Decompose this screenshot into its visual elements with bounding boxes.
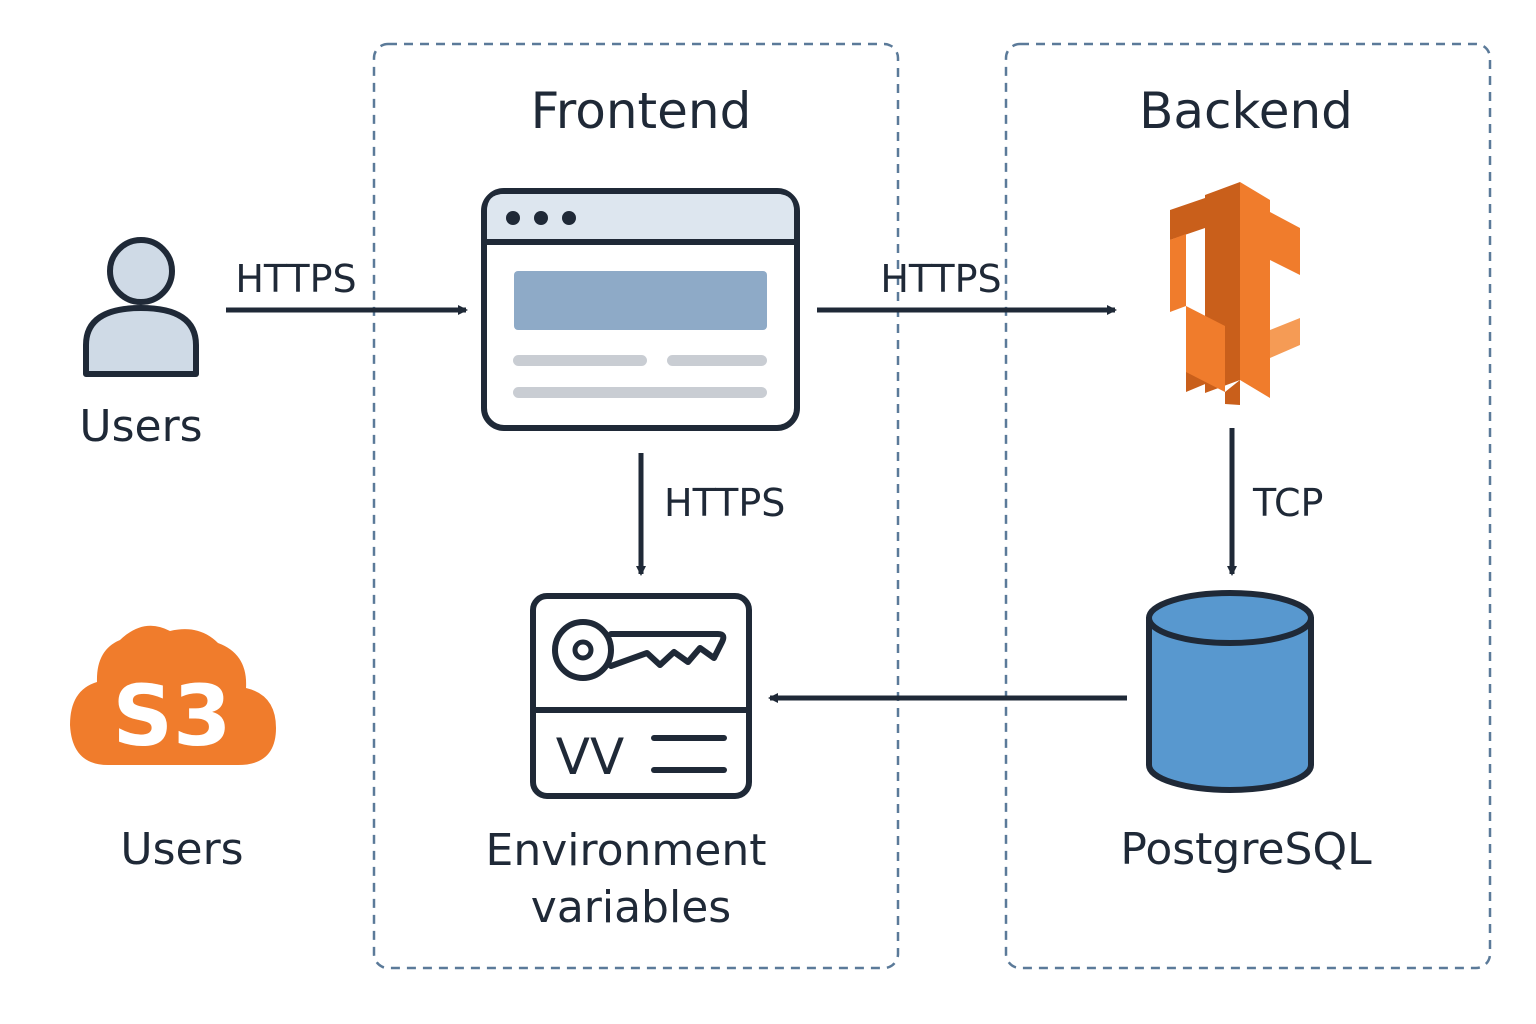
aws-lambda-icon (1170, 182, 1300, 405)
edge-lambda-to-db: TCP (1227, 428, 1323, 576)
edge-lambda-to-db-label: TCP (1252, 481, 1323, 525)
env-vars-label-line1: Environment (486, 825, 767, 876)
users-node: Users (79, 237, 203, 452)
lambda-node (1170, 182, 1300, 405)
s3-users-label: Users (120, 824, 243, 875)
postgres-node: PostgreSQL (1120, 590, 1372, 875)
key-card-icon: VV (530, 593, 752, 799)
edge-web-to-env: HTTPS (636, 453, 785, 576)
edge-users-to-web-label: HTTPS (235, 257, 356, 301)
env-vars-node: VV Environment variables (486, 593, 767, 933)
postgres-label: PostgreSQL (1120, 824, 1372, 875)
s3-cloud-icon: S3 (70, 625, 276, 765)
users-label: Users (79, 401, 202, 452)
backend-group: Backend (1004, 42, 1492, 970)
edge-web-to-lambda-label: HTTPS (880, 257, 1001, 301)
env-vars-label-line2: variables (531, 882, 731, 933)
frontend-group-title: Frontend (531, 82, 752, 140)
frontend-group: Frontend (372, 42, 900, 970)
web-app-node (481, 188, 800, 431)
backend-group-title: Backend (1139, 82, 1353, 140)
edge-users-to-web: HTTPS (226, 257, 468, 315)
database-cylinder-icon (1146, 590, 1314, 793)
user-icon (83, 237, 199, 377)
env-icon-text: VV (556, 728, 624, 786)
edge-web-to-env-label: HTTPS (664, 481, 785, 525)
s3-users-node: S3 Users (70, 625, 276, 875)
browser-window-icon (481, 188, 800, 431)
s3-icon-text: S3 (113, 667, 232, 765)
edge-web-to-lambda: HTTPS (817, 257, 1117, 315)
